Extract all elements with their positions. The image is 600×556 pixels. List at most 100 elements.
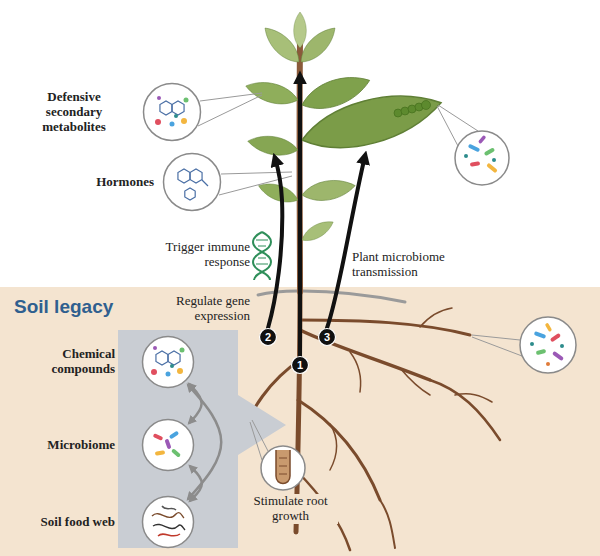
annotation-label: Trigger immune response	[155, 240, 250, 270]
caterpillar	[394, 101, 431, 118]
soil-organism	[158, 534, 180, 536]
compound-dot	[170, 122, 175, 127]
root-system	[430, 380, 500, 440]
dna-helix	[253, 232, 271, 280]
pathway-arrows	[298, 76, 302, 356]
soil-microbiome-circle	[536, 349, 547, 355]
leaf-microbiome-circle	[455, 131, 509, 185]
zoom-lines	[221, 172, 292, 174]
molecule-ring	[168, 351, 180, 365]
region-heading: Soil legacy	[14, 296, 113, 318]
interaction-arrow	[190, 466, 202, 501]
leaves	[299, 217, 336, 246]
compound-dot	[151, 369, 157, 375]
zoom-lines	[472, 337, 522, 356]
leaf-microbiome-circle	[455, 131, 509, 185]
zoom-circle-outline	[143, 497, 194, 548]
zoom-circle-shape	[162, 152, 222, 212]
molecule-ring	[160, 101, 172, 115]
interaction-arrow	[189, 384, 202, 424]
leaves	[295, 22, 341, 68]
compound-dot	[174, 114, 178, 118]
compound-dot	[181, 118, 187, 124]
zoom-circle: Defensive secondary metabolites	[142, 82, 202, 142]
zoom-circle-content	[153, 430, 181, 457]
soil-microbiome-circle	[546, 362, 550, 366]
leaves	[300, 176, 356, 204]
callout-number: 2	[259, 328, 277, 346]
leaves	[256, 179, 300, 207]
zoom-circle: Soil food web	[141, 495, 195, 549]
leaf-microbiome-circle	[478, 135, 486, 144]
soil-microbiome-circle	[560, 344, 564, 348]
root-system	[455, 394, 492, 402]
molecule-ring	[172, 101, 184, 115]
microbe-cell	[153, 433, 164, 441]
zoom-circle-shape	[141, 495, 195, 549]
zoom-circle: Microbiome	[141, 418, 195, 472]
soil-microbiome-circle	[534, 331, 547, 339]
leaves	[294, 12, 307, 48]
zoom-lines	[437, 106, 458, 146]
soil-microbiome-circle	[552, 351, 564, 361]
microbe-cell	[171, 448, 181, 457]
root-system	[400, 368, 430, 395]
circle-label: Microbiome	[15, 438, 115, 453]
molecule-ring	[178, 169, 190, 183]
soil-surface	[258, 291, 405, 302]
leaves	[296, 82, 446, 161]
zoom-circle-content	[155, 96, 189, 127]
root-system	[420, 308, 452, 327]
zoom-circle-outline	[143, 420, 194, 471]
pathway-arrows	[327, 156, 365, 328]
callout-number: 3	[318, 328, 336, 346]
molecule-ring	[190, 169, 202, 183]
dna-helix	[256, 240, 268, 264]
zoom-circle-content	[152, 506, 185, 536]
compound-dot	[180, 348, 185, 353]
soil-microbiome-circle	[550, 333, 561, 343]
root-system	[380, 500, 395, 548]
callout-number: 1	[291, 356, 309, 374]
compound-dot	[166, 372, 171, 377]
leaves	[243, 12, 446, 245]
zoom-circle-shape	[142, 82, 202, 142]
pathway-arrows	[268, 76, 365, 356]
soil-microbiome-circle	[520, 317, 576, 373]
zoom-circle: Hormones	[162, 152, 222, 212]
circle-label: Defensive secondary metabolites	[20, 90, 128, 135]
root-tip-circle	[261, 446, 305, 490]
zoom-lines	[198, 95, 262, 126]
leaf-microbiome-circle	[492, 158, 496, 162]
compound-dot	[177, 368, 183, 374]
annotation-label: Plant microbiome transmission	[352, 250, 477, 280]
molecule-ring	[156, 351, 168, 365]
pathway-arrows	[268, 158, 282, 328]
leaves	[243, 77, 300, 109]
leaf-microbiome-circle	[468, 144, 481, 153]
annotation-label: Stimulate root growth	[243, 494, 338, 524]
compound-dot	[184, 98, 189, 103]
soil-surface	[302, 291, 405, 302]
root-system	[350, 352, 361, 392]
compound-dot	[153, 346, 157, 350]
compound-dot	[157, 96, 161, 100]
callout-number: 2	[259, 328, 277, 346]
callout-number: 1	[291, 356, 309, 374]
annotation-label: Regulate gene expression	[155, 294, 250, 324]
zoom-lines	[438, 105, 478, 131]
circle-label: Hormones	[96, 175, 154, 190]
zoom-circle-outline	[164, 154, 221, 211]
soil-microbiome-circle	[545, 323, 553, 333]
dna-helix	[253, 232, 271, 280]
leaf-microbiome-circle	[464, 154, 468, 158]
root-tip-circle	[279, 458, 287, 474]
root-tip-circle	[276, 450, 290, 484]
callout-number: 3	[318, 328, 336, 346]
soil-microbiome-circle	[530, 342, 534, 346]
leaves	[259, 22, 305, 68]
zoom-circle-shape	[141, 418, 195, 472]
